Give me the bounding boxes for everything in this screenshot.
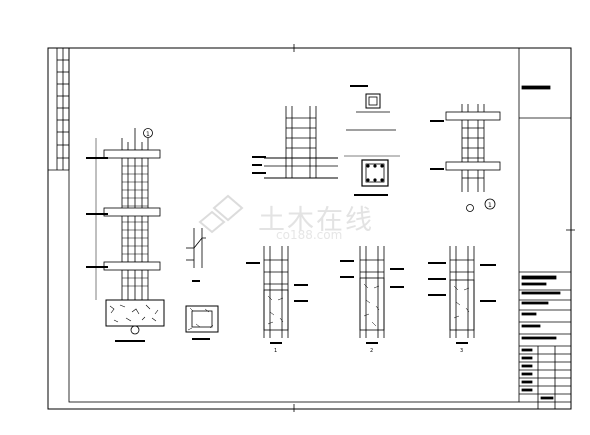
- section-label-1: 1: [274, 348, 277, 354]
- binding-strip: [48, 48, 70, 171]
- watermark-url: co188.com: [276, 228, 343, 242]
- section-view-2: [340, 246, 404, 344]
- top-section-detail: [346, 85, 396, 131]
- watermark-logo: [198, 194, 244, 234]
- footing-plan: [185, 305, 219, 340]
- column-elevation-1: [86, 128, 165, 342]
- title-block: [519, 85, 571, 409]
- watermark-brand: 土木在线: [258, 205, 374, 236]
- joint-elevation: [252, 106, 338, 179]
- grid-marker-right: [484, 198, 496, 210]
- hook-detail: [186, 228, 206, 282]
- column-section: [344, 155, 400, 196]
- marker-label-left: 1: [146, 131, 150, 138]
- grid-marker-top: [143, 128, 153, 138]
- column-elevation-2: [430, 104, 501, 212]
- marker-label-right: 1: [488, 202, 492, 209]
- section-label-3: 3: [460, 348, 463, 354]
- section-label-2: 2: [370, 348, 373, 354]
- section-view-3: [428, 246, 496, 344]
- section-view-1: [246, 246, 308, 344]
- grid-marker-bottom: [130, 325, 140, 335]
